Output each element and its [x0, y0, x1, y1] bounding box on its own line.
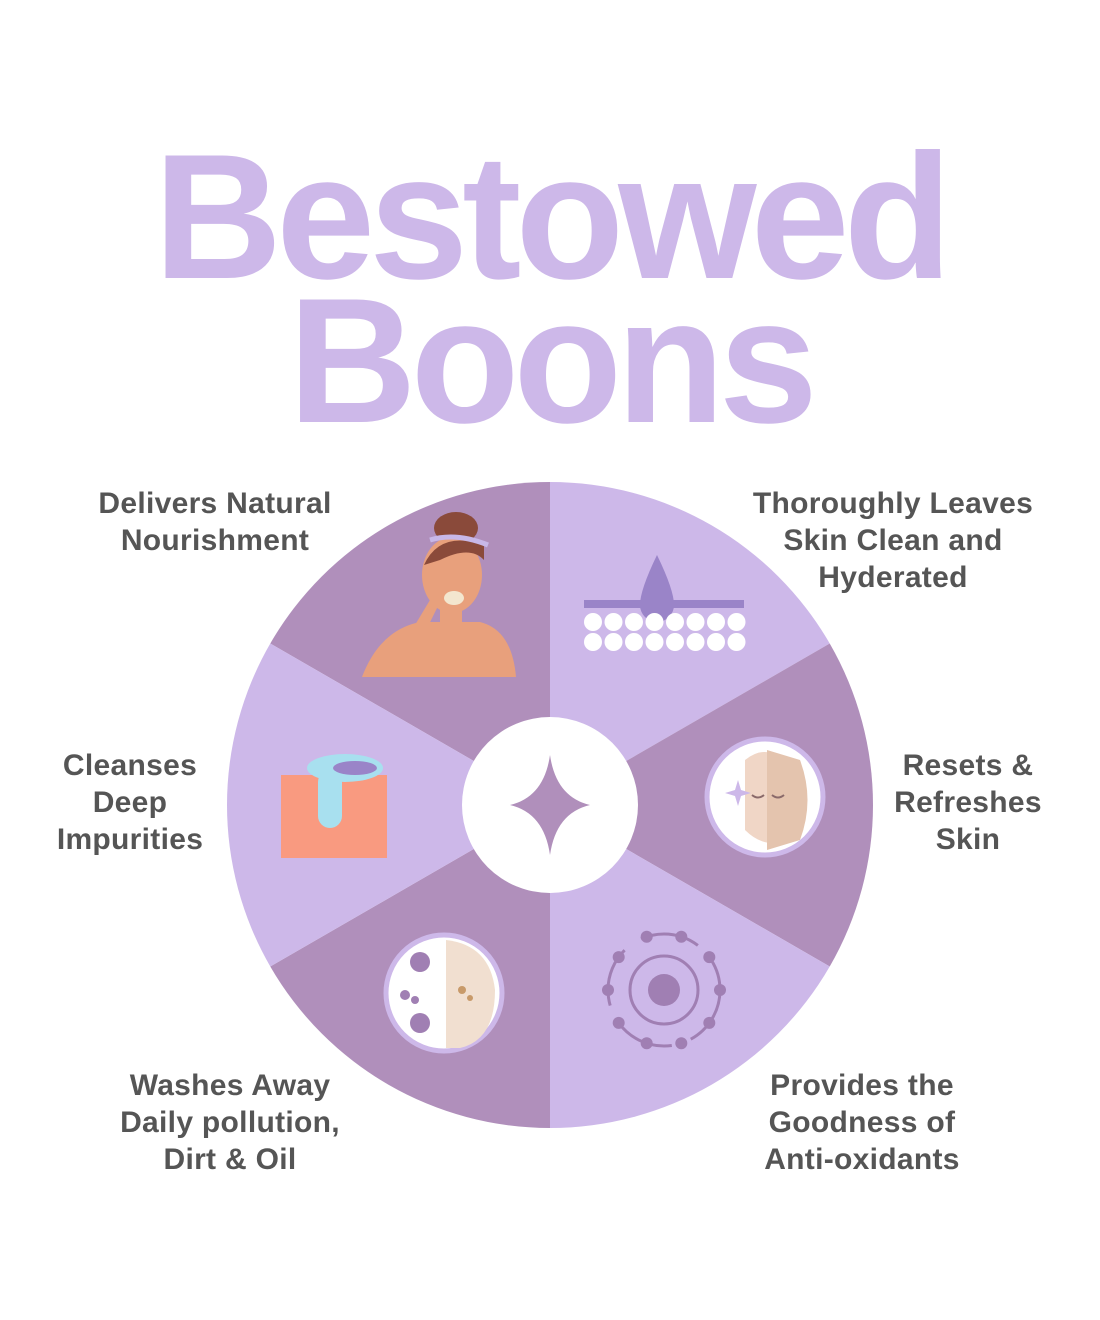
label-line: Dirt & Oil — [163, 1143, 297, 1176]
skin-cell — [604, 613, 623, 631]
benefit-label-refresh: Resets & Refreshes Skin — [798, 747, 1100, 858]
skin-cell — [645, 613, 664, 631]
benefit-label-cleanses: Cleanses Deep Impurities — [0, 747, 300, 858]
woman-applying-cream-icon — [362, 512, 516, 677]
label-line: Hyderated — [818, 561, 968, 594]
label-line: Impurities — [56, 823, 204, 856]
benefit-label-pollution: Washes Away Daily pollution, Dirt & Oil — [60, 1067, 400, 1178]
wheel-segment — [227, 643, 551, 967]
label-line: Skin — [935, 823, 1001, 856]
benefit-label-nourishment: Delivers Natural Nourishment — [45, 485, 385, 559]
label-line: Daily pollution, — [120, 1106, 340, 1139]
sparkle-icon — [510, 755, 590, 855]
skin-cell — [604, 633, 623, 651]
skin-cell — [686, 613, 705, 631]
electron-dot — [602, 984, 614, 996]
label-line: Refreshes — [894, 786, 1042, 819]
electron-dot — [675, 1037, 688, 1050]
label-line: Skin Clean and — [783, 524, 1003, 557]
electron-dot — [703, 951, 716, 964]
skin-cell — [707, 633, 725, 651]
skin-cell — [666, 613, 684, 631]
skin-cell — [584, 633, 602, 651]
electron-dot — [612, 951, 625, 964]
skin-cell — [666, 633, 684, 651]
skin-cell — [645, 633, 664, 651]
benefit-label-antioxidants: Provides the Goodness of Anti-oxidants — [692, 1067, 1032, 1178]
pore-cleansing-icon — [281, 754, 387, 858]
antioxidant-molecule-icon — [602, 930, 726, 1050]
title-line-1: Bestowed — [153, 117, 953, 316]
skin-cell — [727, 633, 746, 651]
label-line: Cleanses — [62, 749, 198, 782]
benefit-label-clean-hydrated: Thoroughly Leaves Skin Clean and Hyderat… — [723, 485, 1063, 596]
skin-cell — [584, 613, 602, 631]
electron-dot — [640, 930, 653, 943]
label-line: Resets & — [902, 749, 1034, 782]
label-line: Nourishment — [120, 524, 310, 557]
skin-cell — [727, 613, 746, 631]
label-line: Thoroughly Leaves — [752, 487, 1034, 520]
electron-dot — [640, 1037, 653, 1050]
label-line: Washes Away — [129, 1069, 331, 1102]
label-line: Delivers Natural — [98, 487, 332, 520]
pollution-face-icon — [383, 932, 505, 1054]
skin-cell — [625, 613, 643, 631]
skin-cell — [707, 613, 725, 631]
refreshed-face-icon — [704, 736, 826, 858]
electron-dot — [612, 1016, 625, 1029]
electron-dot — [714, 984, 726, 996]
label-line: Deep — [92, 786, 168, 819]
electron-dot — [703, 1016, 716, 1029]
skin-cell — [686, 633, 705, 651]
skin-hydration-drop-icon — [584, 555, 746, 651]
label-line: Goodness of — [768, 1106, 956, 1139]
label-line: Provides the — [770, 1069, 954, 1102]
label-line: Anti-oxidants — [764, 1143, 960, 1176]
title-line-2: Boons — [288, 261, 818, 460]
electron-dot — [675, 930, 688, 943]
skin-cell — [625, 633, 643, 651]
